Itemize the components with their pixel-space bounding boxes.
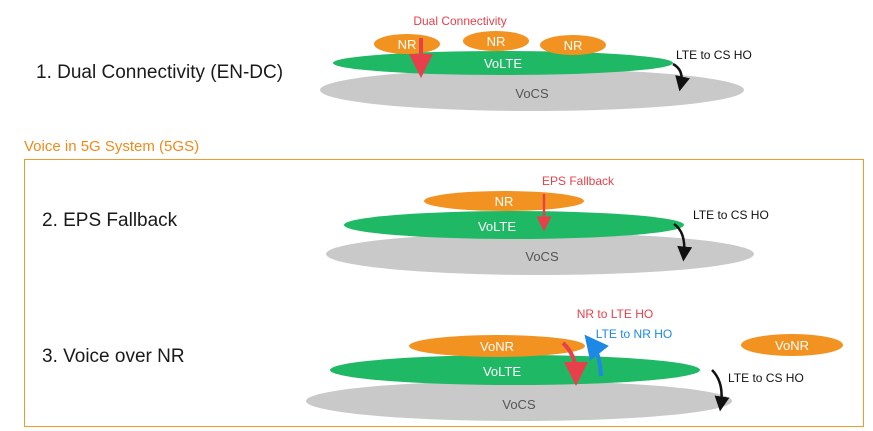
nr-cell (540, 35, 606, 55)
vonr-cell (409, 335, 585, 357)
nr-to-lte-ho-label: NR to LTE HO (577, 307, 653, 321)
nr-to-lte-ho-arrow (561, 341, 588, 386)
volte-layer (344, 211, 684, 239)
vocs-label: VoCS (502, 397, 536, 412)
row-title-voice-over-nr: 3. Voice over NR (42, 346, 185, 367)
vocs-label: VoCS (525, 249, 559, 264)
volte-layer (330, 355, 700, 385)
row-eps-fallback: NR VoLTE VoCS EPS Fallback LTE to CS HO (326, 174, 769, 275)
row-title-dual-connectivity: 1. Dual Connectivity (EN-DC) (36, 62, 284, 83)
nr-cell (374, 34, 440, 54)
volte-label: VoLTE (483, 364, 521, 379)
nr-label: NR (398, 37, 417, 52)
nr-label: NR (487, 34, 506, 49)
lte-to-cs-ho-arrow (711, 369, 730, 412)
dual-connectivity-annotation: Dual Connectivity (413, 14, 506, 28)
group-box-5gs (24, 159, 864, 427)
volte-label: VoLTE (484, 56, 522, 71)
volte-label: VoLTE (478, 219, 516, 234)
vocs-layer (326, 233, 754, 275)
eps-fallback-annotation: EPS Fallback (542, 174, 615, 188)
row-title-eps-fallback: 2. EPS Fallback (42, 210, 178, 231)
vonr-cell (741, 334, 843, 356)
vocs-layer (306, 381, 732, 421)
nr-label: NR (495, 194, 514, 209)
vonr-label: VoNR (480, 339, 514, 354)
vonr-label: VoNR (775, 338, 809, 353)
lte-to-cs-ho-arrow (672, 62, 690, 92)
row-dual-connectivity: NR NR NR VoLTE VoCS Dual Connectivity LT… (320, 14, 752, 111)
lte-to-cs-ho-label: LTE to CS HO (693, 208, 769, 222)
lte-to-cs-ho-label: LTE to CS HO (676, 48, 752, 62)
vocs-layer (320, 69, 744, 111)
lte-to-cs-ho-label: LTE to CS HO (728, 371, 804, 385)
group-label-5gs: Voice in 5G System (5GS) (24, 138, 200, 155)
nr-cell (463, 31, 529, 51)
lte-to-nr-ho-arrow (584, 334, 609, 377)
vocs-label: VoCS (515, 86, 549, 101)
lte-to-nr-ho-label: LTE to NR HO (596, 327, 672, 341)
row-voice-over-nr: VoNR VoNR VoLTE VoCS NR to LTE HO LTE to… (306, 307, 843, 421)
nr-label: NR (564, 38, 583, 53)
lte-to-cs-ho-arrow (673, 222, 693, 262)
